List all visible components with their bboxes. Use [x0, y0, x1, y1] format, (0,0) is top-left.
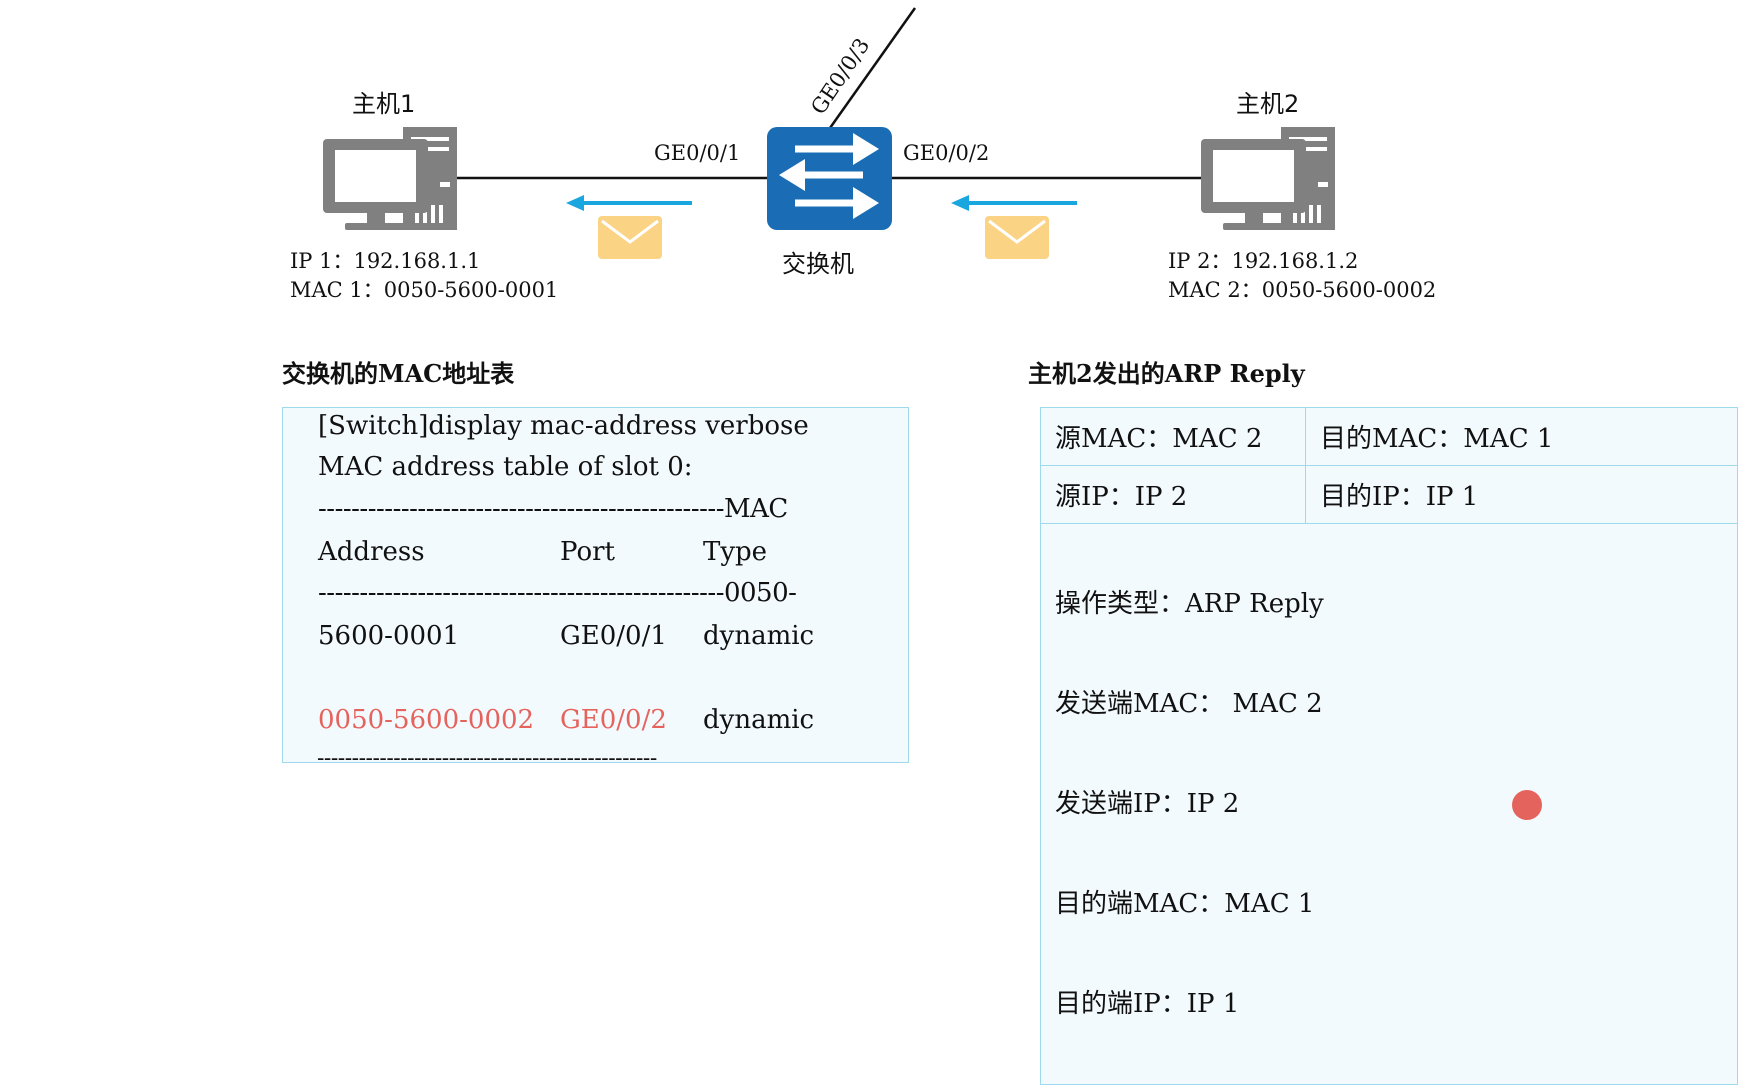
table-row: 操作类型：ARP Reply 发送端MAC： MAC 2 发送端IP：IP 2 … [1040, 523, 1738, 1085]
mac-table-title: 交换机的MAC地址表 [282, 359, 515, 388]
host2-title: 主机2 [1236, 90, 1300, 118]
mac-row1-port: GE0/0/1 [560, 621, 667, 651]
arp-reply-table: 源MAC：MAC 2 目的MAC：MAC 1 源IP：IP 2 目的IP：IP … [1040, 407, 1738, 1085]
port-label-ge002: GE0/0/2 [903, 141, 990, 165]
cli-slot-line: MAC address table of slot 0: [318, 452, 693, 482]
network-diagram: GE0/0/3 [323, 7, 1335, 259]
mac-row2-port: GE0/0/2 [560, 705, 667, 735]
cli-dash-line: ----------------------------------------… [317, 746, 657, 771]
arp-src-ip: 源IP：IP 2 [1040, 465, 1306, 524]
table-row: 源IP：IP 2 目的IP：IP 1 [1040, 465, 1738, 524]
cable-ge003 [828, 7, 917, 129]
host1-ip: IP 1：192.168.1.1 [290, 249, 481, 273]
port-label-ge001: GE0/0/1 [654, 141, 741, 165]
host2-mac: MAC 2：0050-5600-0002 [1168, 278, 1437, 302]
switch-icon [767, 127, 892, 230]
port-label-ge003: GE0/0/3 [806, 34, 874, 119]
envelope-icon [985, 216, 1049, 259]
mac-row2-type: dynamic [703, 705, 815, 735]
host1-title: 主机1 [352, 90, 416, 118]
logo-fragment [1512, 790, 1542, 820]
cli-command: [Switch]display mac-address verbose [318, 411, 809, 441]
cli-dash-line: ----------------------------------------… [318, 494, 788, 524]
cli-dash-line: ----------------------------------------… [318, 578, 797, 608]
arrow-left-icon [566, 195, 692, 211]
arp-reply-title: 主机2发出的ARP Reply [1028, 359, 1305, 388]
arp-payload-cell: 操作类型：ARP Reply 发送端MAC： MAC 2 发送端IP：IP 2 … [1040, 523, 1738, 1085]
mac-row1-type: dynamic [703, 621, 815, 651]
cli-header-port: Port [560, 537, 615, 567]
arp-sender-ip: 发送端IP：IP 2 [1055, 789, 1240, 819]
arp-op-type: 操作类型：ARP Reply [1055, 589, 1324, 619]
arp-dst-ip: 目的IP：IP 1 [1305, 465, 1738, 524]
switch-label: 交换机 [782, 250, 854, 278]
table-row: 源MAC：MAC 2 目的MAC：MAC 1 [1040, 407, 1738, 466]
arp-target-mac: 目的端MAC：MAC 1 [1055, 889, 1315, 919]
arp-target-ip: 目的端IP：IP 1 [1055, 989, 1240, 1019]
arp-dst-mac: 目的MAC：MAC 1 [1305, 407, 1738, 466]
arp-src-mac: 源MAC：MAC 2 [1040, 407, 1306, 466]
cli-header-type: Type [703, 537, 768, 567]
arrow-left-icon [951, 195, 1077, 211]
arp-sender-mac: 发送端MAC： MAC 2 [1055, 689, 1323, 719]
mac-row1-address: 5600-0001 [318, 621, 460, 651]
mac-row2-address: 0050-5600-0002 [318, 705, 535, 735]
pc-icon [323, 127, 457, 230]
mac-table-panel: [Switch]display mac-address verbose MAC … [282, 407, 909, 763]
host2-ip: IP 2：192.168.1.2 [1168, 249, 1359, 273]
host1-mac: MAC 1：0050-5600-0001 [290, 278, 559, 302]
pc-icon [1201, 127, 1335, 230]
envelope-icon [598, 216, 662, 259]
cli-header-address: Address [318, 537, 425, 567]
